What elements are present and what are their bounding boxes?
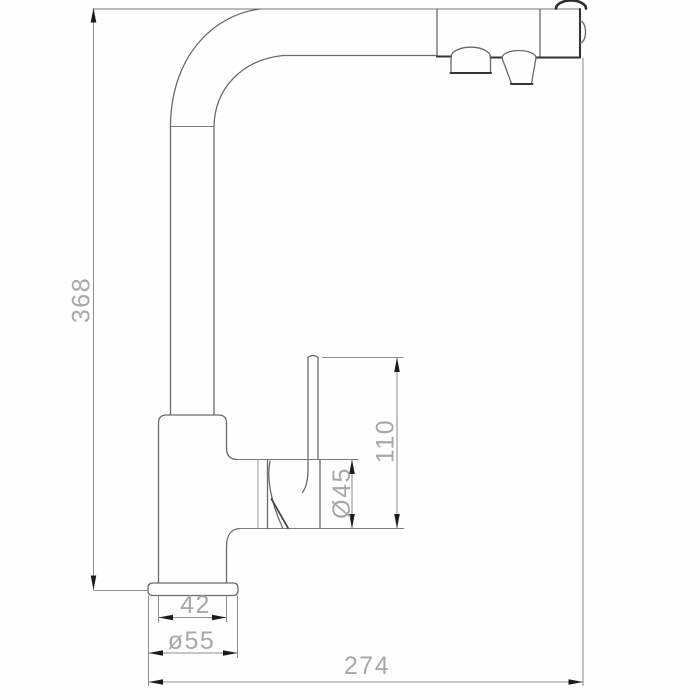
spout-head-bottom-edge (435, 55, 582, 59)
arrowhead-right (568, 679, 583, 685)
aerator-outlet (449, 46, 493, 75)
body-left-edge (157, 414, 239, 584)
base-flange (147, 582, 239, 597)
arrowhead-down (90, 575, 97, 590)
arrowhead-down (349, 514, 355, 529)
dim-42: 42 (157, 591, 228, 623)
arrowhead-up (394, 357, 400, 372)
dim-label-45: Ø45 (328, 467, 356, 519)
dim-45: Ø45 (328, 459, 356, 529)
arrowhead-left (148, 650, 163, 656)
dim-label-55: ø55 (168, 627, 216, 655)
arrowhead-left (158, 614, 173, 621)
spout-outer-curve (169, 8, 261, 416)
handle-lever (301, 354, 319, 494)
arrowhead-right (223, 650, 238, 656)
dim-55: ø55 (147, 595, 239, 686)
dim-label-42: 42 (180, 591, 211, 619)
dim-label-368: 368 (68, 277, 96, 323)
dim-label-274: 274 (344, 652, 390, 680)
faucet-outline (92, 0, 588, 597)
arrowhead-up (349, 459, 355, 474)
body-right-edge (225, 527, 241, 584)
spray-nozzle (501, 49, 537, 86)
dim-110: 110 (322, 356, 404, 529)
handle-bell (257, 458, 321, 530)
pull-ring-icon (554, 0, 588, 10)
dim-368: 368 (68, 8, 148, 592)
arrowhead-right (212, 614, 227, 621)
dim-274: 274 (148, 57, 584, 686)
arrowhead-left (148, 679, 163, 685)
spout-inner-curve (213, 54, 284, 416)
arrowhead-up (90, 8, 97, 23)
dim-label-110: 110 (372, 419, 400, 463)
arrowhead-down (394, 514, 400, 529)
end-cap-button (579, 20, 587, 44)
